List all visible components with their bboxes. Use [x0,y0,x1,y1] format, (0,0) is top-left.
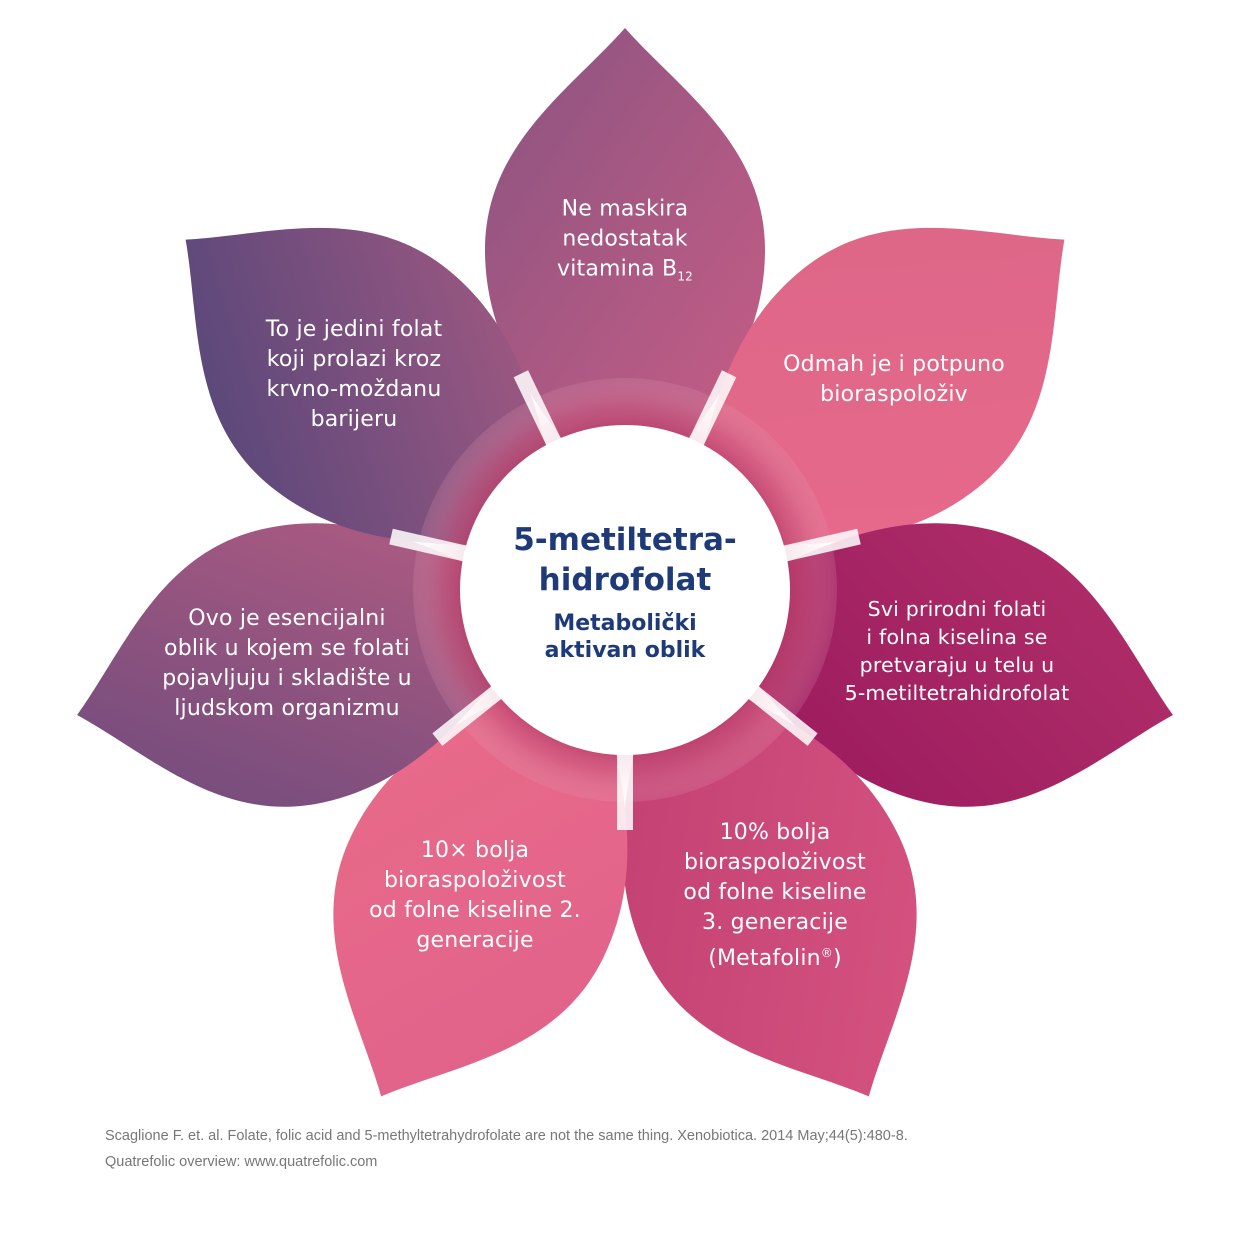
petal-line: 3. generacije [702,909,848,935]
petal-text-metafolin: 10% bolja bioraspoloživost od folne kise… [683,818,866,974]
petal-line-text: (Metafolin [708,946,821,972]
petal [77,523,493,807]
petal-line-suffix: ) [832,946,842,972]
petal-gap [687,370,737,450]
petal-line: Ne maskira [561,196,689,222]
petal-text-blood-brain: To je jedini folat koji prolazi kroz krv… [266,315,443,435]
petal-line: bioraspoloživ [820,382,968,407]
petal [485,28,765,440]
petal-line: i folna kiselina se [866,625,1048,649]
petal-line: od folne kiseline 2. [369,898,581,923]
petal-text-conversion: Svi prirodni folati i folna kiselina se … [845,595,1070,707]
petal-gap [432,683,505,746]
petal-line: od folne kiseline [683,879,867,905]
center-label: 5-metiltetra- hidrofolat Metabolički akt… [513,520,737,664]
petal-line-text: vitamina B [557,256,678,282]
center-title-line: hidrofolat [538,562,712,598]
petal-line: bioraspoloživost [384,868,566,893]
petal-line: Svi prirodni folati [867,597,1047,621]
center-title: 5-metiltetra- hidrofolat [513,520,737,600]
petal-line: oblik u kojem se folati [164,636,410,661]
petal-line: 5-metiltetrahidrofolat [844,681,1070,705]
petal-line: ljudskom organizmu [174,696,400,721]
petal-text-b12: Ne maskira nedostatak vitamina B12 [557,194,693,291]
petal-gap [779,528,861,563]
petal [622,698,917,1097]
petal-gap [617,750,633,830]
petal-line: bioraspoloživost [684,849,866,875]
petal-line: Odmah je i potpuno [783,352,1005,377]
petal-line: generacije [416,928,534,953]
center-title-line: 5-metiltetra- [513,522,737,558]
petal [757,523,1173,807]
petal-line: 10% bolja [719,819,831,845]
subscript: 12 [677,269,693,284]
petal-text-2nd-gen: 10× bolja bioraspoloživost od folne kise… [369,836,581,956]
center-subtitle-line: aktivan oblik [544,638,706,663]
petal-line: pojavljuju i skladište u [162,666,412,691]
petal-line: (Metafolin®) [683,938,866,974]
petal-gap [389,528,471,563]
petal-text-essential: Ovo je esencijalni oblik u kojem se fola… [162,604,412,724]
petal-gap [745,683,818,746]
center-subtitle-line: Metabolički [553,611,697,636]
petal-line: pretvaraju u telu u [859,653,1055,677]
petal-line: To je jedini folat [265,317,443,342]
petal-gap [513,370,563,450]
footnote-link[interactable]: Quatrefolic overview: www.quatrefolic.co… [105,1154,378,1170]
petal-line: barijeru [310,407,398,432]
petal-line: krvno-moždanu [266,377,442,402]
petal-line: vitamina B12 [557,254,693,291]
petal-line: 10× bolja [420,838,530,863]
petal-text-bioavailable: Odmah je i potpuno bioraspoloživ [783,350,1005,410]
petal-line: Ovo je esencijalni [188,606,386,631]
center-circle [460,425,790,755]
center-subtitle: Metabolički aktivan oblik [513,610,737,664]
petal-line: koji prolazi kroz [266,347,442,372]
footnote-citation: Scaglione F. et. al. Folate, folic acid … [105,1128,908,1144]
petal-line: nedostatak [562,226,688,252]
petal [333,698,628,1097]
superscript: ® [820,945,833,960]
